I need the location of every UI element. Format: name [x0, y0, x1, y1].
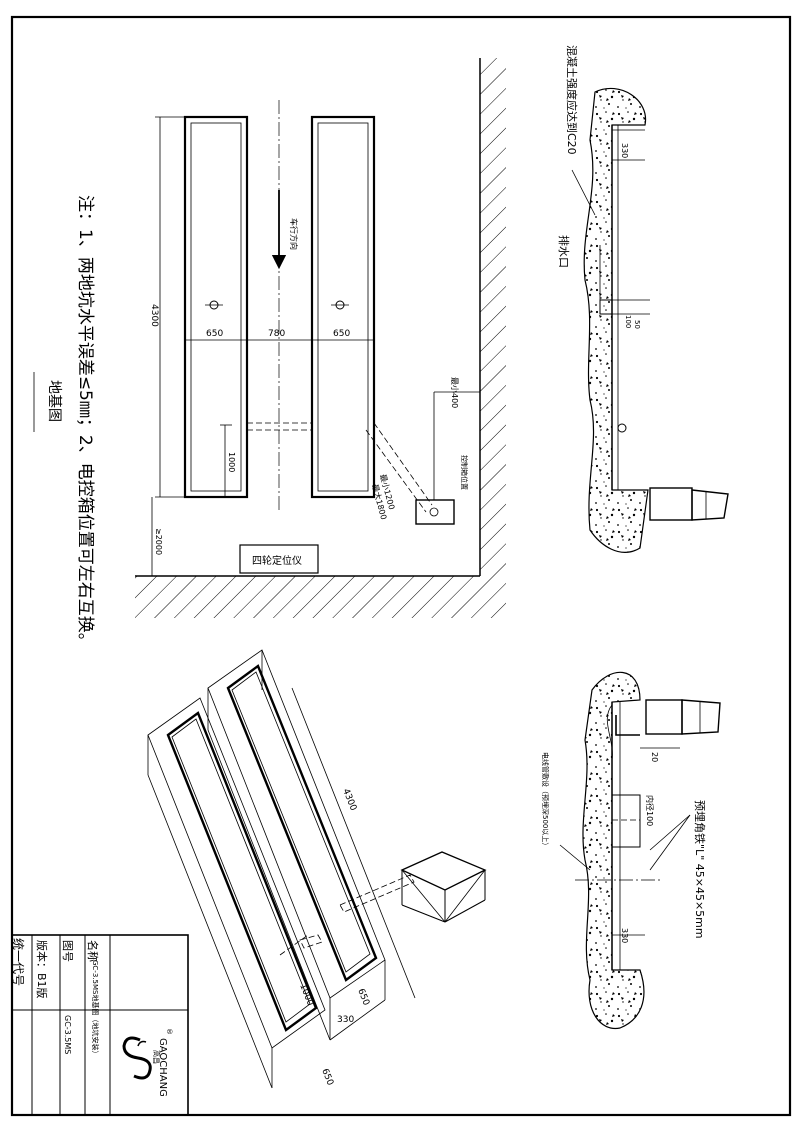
drain-hole-icon: [617, 423, 627, 433]
wall-hatch-right: [480, 58, 506, 576]
dim-2000: ≥2000: [154, 528, 163, 555]
dim-20: 20: [650, 752, 659, 762]
sheet-border: [10, 15, 792, 1117]
section-bottom: 20 内径100 预埋角铁"L" 45×45×5mm 330 电线管敷设（预埋深…: [541, 671, 721, 1029]
dim-min-400: 最小400: [450, 377, 459, 408]
brand-logo-icon: [122, 1036, 152, 1080]
note-text: 注：1、两地坑水平误差≤5㎜；2、电控箱位置可左右互换。: [75, 195, 95, 650]
iso-dim-4300: 4300: [340, 787, 358, 812]
concrete-bottom: [582, 671, 645, 1029]
iso-dim-330: 330: [337, 1015, 354, 1025]
conduit-note: 电线管敷设（预埋深500以上）: [541, 752, 550, 849]
section-top: 330 100 50 排水口 混凝土强度应达到C20: [557, 45, 729, 553]
label-name: 名称: [86, 940, 100, 962]
iso-control-box: [400, 851, 487, 891]
dim-330-top: 330: [620, 143, 629, 158]
drawing-title: 地基图: [46, 380, 63, 422]
pit-left: [183, 115, 249, 499]
label-version: 版本：B1版: [35, 940, 49, 999]
dim-330-bottom: 330: [620, 928, 629, 943]
dim-100: 100: [624, 315, 632, 328]
drain-pipe: [599, 299, 613, 315]
brand-mark: ®: [165, 1028, 173, 1035]
aligner-head-top: [649, 487, 693, 521]
direction-label: 车行方向: [289, 218, 299, 250]
iso-dim-1000: 1000: [297, 982, 315, 1007]
dim-inner-diameter: 内径100: [645, 795, 655, 826]
drawing-no-value: GC-3.5MS: [63, 1015, 72, 1054]
aligner-head-bottom: [645, 699, 683, 735]
conduit-opening: [611, 794, 641, 848]
dim-650-left: 650: [206, 329, 223, 339]
pit-right: [310, 115, 376, 499]
concrete-note: 混凝土强度应达到C20: [565, 45, 579, 155]
dim-50: 50: [633, 320, 641, 329]
iso-dim-650-a: 650: [355, 987, 371, 1007]
label-code: 统一代号: [11, 938, 25, 986]
iso-dim-650-b: 650: [319, 1067, 335, 1087]
concrete-top: [583, 87, 649, 553]
isometric-view: 4300 1000 650 650 330: [147, 649, 487, 1089]
label-drawing-no: 图号: [61, 940, 74, 962]
brand-en: GAOCHANG: [157, 1038, 168, 1097]
plan-view: 车行方向 4300 650 780 650 1000 ≥2000 最小400 控…: [135, 58, 506, 618]
iso-pit-b-top: [147, 697, 326, 1049]
drain-label: 排水口: [557, 235, 571, 268]
control-box-label: 控制箱位置: [460, 455, 469, 490]
name-value: GC-3.5MS地基图（地坑安装）: [91, 960, 100, 1057]
wheel-aligner-box: [239, 544, 319, 574]
dim-780: 780: [268, 329, 285, 339]
control-box: [415, 499, 455, 525]
notes: 注：1、两地坑水平误差≤5㎜；2、电控箱位置可左右互换。 地基图: [33, 195, 95, 650]
dim-650-right: 650: [333, 329, 350, 339]
dim-4300: 4300: [149, 304, 159, 327]
title-block: 统一代号 版本：B1版 图号 名称 GC-3.5MS地基图（地坑安装） GC-3…: [11, 934, 189, 1116]
wall-hatch-bottom: [135, 576, 506, 618]
brand-cn: 高昌: [152, 1050, 161, 1064]
wheel-aligner-label: 四轮定位仪: [252, 554, 302, 567]
angle-steel-label: 预埋角铁"L" 45×45×5mm: [693, 800, 706, 939]
dim-1000: 1000: [227, 452, 236, 472]
